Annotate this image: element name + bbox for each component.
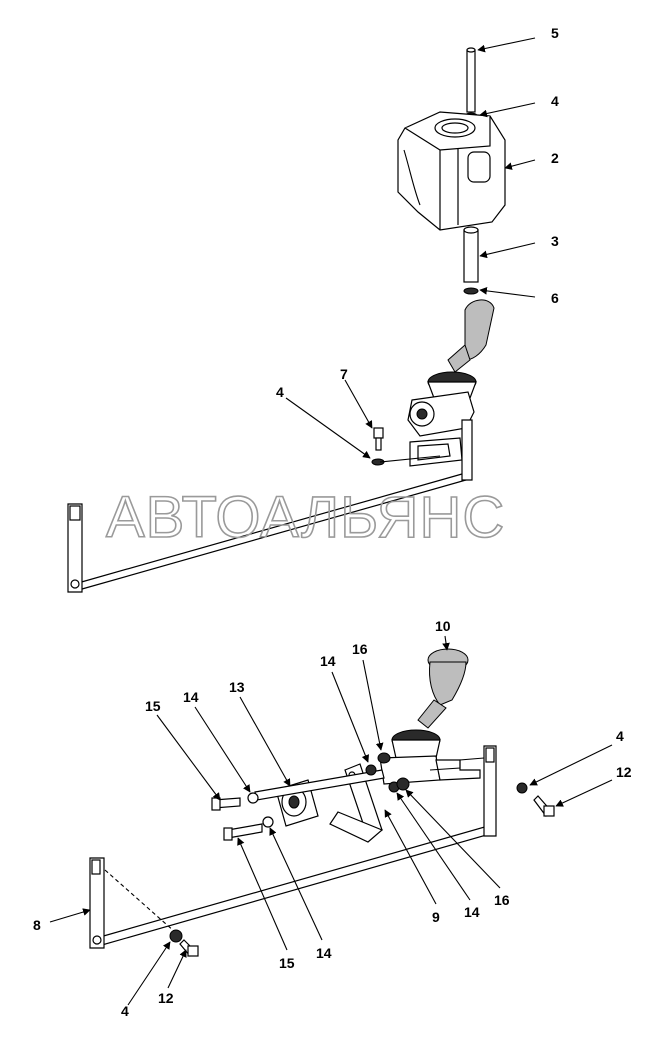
bolts-part-15 bbox=[211, 797, 263, 841]
pin-part-5 bbox=[466, 47, 476, 113]
callout-labels: 5 4 2 3 6 7 4 10 16 14 13 14 15 4 12 9 1… bbox=[33, 25, 632, 1019]
callout-14: 14 bbox=[320, 653, 336, 669]
cover-part-2 bbox=[397, 111, 506, 231]
callout-14: 14 bbox=[316, 945, 332, 961]
shift-rod-lower bbox=[89, 745, 497, 949]
callout-15: 15 bbox=[145, 698, 161, 714]
knob-part-10 bbox=[391, 648, 469, 759]
callout-16: 16 bbox=[352, 641, 368, 657]
callout-8: 8 bbox=[33, 917, 41, 933]
lower-assembly bbox=[89, 648, 555, 957]
fastener-left bbox=[169, 929, 199, 957]
callout-12: 12 bbox=[616, 764, 632, 780]
callout-14: 14 bbox=[464, 904, 480, 920]
watermark-text: АВТОАЛЬЯНС bbox=[106, 485, 505, 550]
callout-4: 4 bbox=[551, 93, 559, 109]
callout-15: 15 bbox=[279, 955, 295, 971]
callout-2: 2 bbox=[551, 150, 559, 166]
callout-16: 16 bbox=[494, 892, 510, 908]
washers-nuts-lower bbox=[247, 752, 410, 828]
callout-14: 14 bbox=[183, 689, 199, 705]
shift-rod-upper bbox=[67, 419, 473, 593]
upper-assembly bbox=[67, 47, 506, 593]
callout-5: 5 bbox=[551, 25, 559, 41]
callout-3: 3 bbox=[551, 233, 559, 249]
bolt-part-7 bbox=[373, 427, 384, 451]
callout-10: 10 bbox=[435, 618, 451, 634]
fastener-right bbox=[516, 782, 555, 817]
leader-lines bbox=[49, 37, 613, 1006]
callout-13: 13 bbox=[229, 679, 245, 695]
shifter-body bbox=[379, 755, 481, 785]
gear-lever-upper bbox=[407, 299, 495, 467]
callout-7: 7 bbox=[340, 366, 348, 382]
ring-part-6 bbox=[463, 287, 479, 295]
tube-part-3 bbox=[463, 226, 479, 283]
callout-6: 6 bbox=[551, 290, 559, 306]
callout-4: 4 bbox=[121, 1003, 129, 1019]
callout-12: 12 bbox=[158, 990, 174, 1006]
callout-9: 9 bbox=[432, 909, 440, 925]
callout-4: 4 bbox=[276, 384, 284, 400]
callout-4: 4 bbox=[616, 728, 624, 744]
